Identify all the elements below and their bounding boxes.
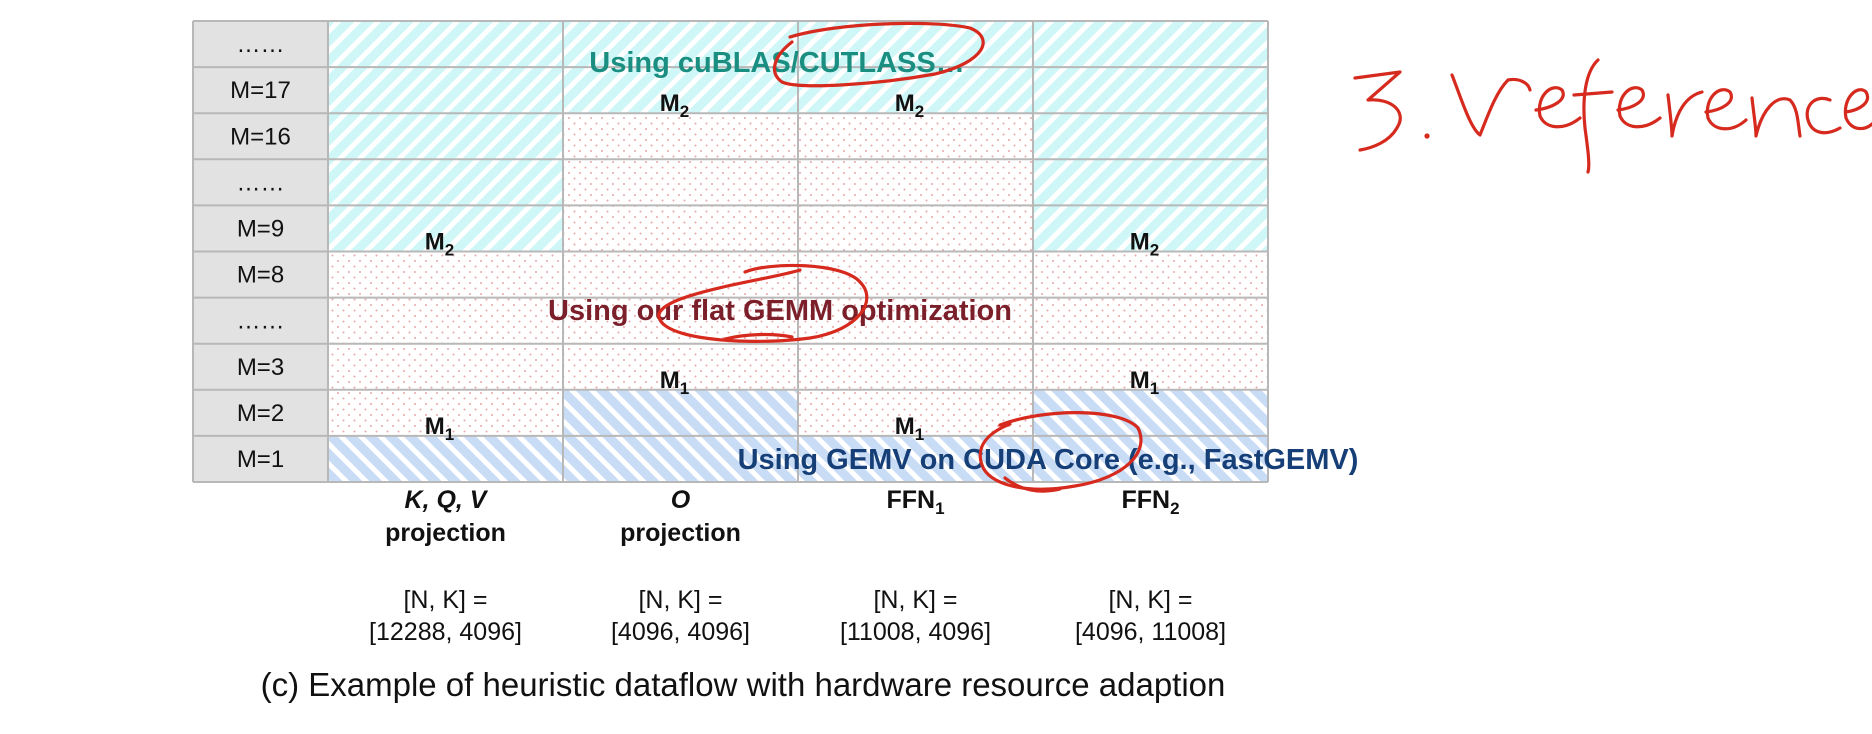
row-label: …… bbox=[237, 169, 285, 196]
circle-cublas bbox=[772, 21, 985, 88]
row-label: …… bbox=[237, 31, 285, 58]
column-subtitle: projection bbox=[385, 519, 506, 547]
cell-flat bbox=[798, 389, 1033, 436]
column-shape-line2: [12288, 4096] bbox=[369, 618, 522, 646]
cell-flat bbox=[563, 343, 798, 390]
circle-flat-gemm bbox=[657, 263, 869, 343]
cell-flat bbox=[798, 343, 1033, 390]
underline-flat-gemm bbox=[723, 332, 794, 341]
column-shape-line1: [N, K] = bbox=[1108, 586, 1192, 614]
row-label: M=16 bbox=[230, 123, 291, 150]
cell-cublas bbox=[1033, 113, 1268, 160]
circle-fastgemv bbox=[978, 411, 1143, 491]
figure-caption: (c) Example of heuristic dataflow with h… bbox=[261, 666, 1226, 703]
cell-gemv bbox=[563, 389, 798, 436]
cell-gemv bbox=[328, 435, 563, 482]
cell-flat bbox=[328, 251, 563, 298]
region-label-gemv: Using GEMV on CUDA Core (e.g., FastGEMV) bbox=[738, 444, 1359, 476]
column-shape-line1: [N, K] = bbox=[403, 586, 487, 614]
row-label-cell bbox=[193, 113, 328, 160]
row-labels: …… M=17M=16 …… M=9M=8 …… M=3M=2M=1 bbox=[193, 21, 328, 482]
column-shape-line2: [4096, 11008] bbox=[1075, 618, 1226, 646]
column-title: FFN2 bbox=[1121, 486, 1179, 518]
cell-cublas bbox=[328, 67, 563, 114]
cell-flat bbox=[798, 297, 1033, 344]
cell-gemv bbox=[1033, 435, 1268, 482]
cell-cublas bbox=[1033, 159, 1268, 206]
threshold-mark-m2: M2 bbox=[425, 229, 454, 260]
cell-cublas bbox=[563, 21, 798, 68]
handwritten-3 bbox=[1353, 70, 1402, 152]
cell-flat bbox=[563, 251, 798, 298]
cell-flat bbox=[1033, 343, 1268, 390]
cell-flat bbox=[798, 113, 1033, 160]
row-label-cell bbox=[193, 21, 328, 68]
cell-gemv bbox=[563, 435, 798, 482]
threshold-mark-m1: M1 bbox=[425, 413, 454, 444]
column-title: K, Q, V bbox=[405, 486, 489, 514]
column-headers: K, Q, V projection [N, K] = [12288, 4096] Op… bbox=[369, 486, 1226, 646]
threshold-mark-m1: M1 bbox=[1130, 367, 1159, 398]
cell-cublas bbox=[328, 159, 563, 206]
cell-cublas bbox=[1033, 67, 1268, 114]
threshold-mark-m2: M2 bbox=[1130, 229, 1159, 260]
column-shape-line2: [11008, 4096] bbox=[840, 618, 991, 646]
column-subtitle: projection bbox=[620, 519, 741, 547]
row-label: …… bbox=[237, 308, 285, 335]
threshold-mark-m1: M1 bbox=[660, 367, 689, 398]
row-label: M=1 bbox=[237, 446, 284, 473]
row-label-cell bbox=[193, 159, 328, 206]
cell-gemv bbox=[798, 435, 1033, 482]
row-label-cell bbox=[193, 67, 328, 114]
row-label: M=8 bbox=[237, 262, 284, 289]
cell-cublas bbox=[1033, 205, 1268, 252]
row-label-cell bbox=[193, 251, 328, 298]
row-label: M=3 bbox=[237, 354, 284, 381]
grid-cells bbox=[328, 21, 1268, 482]
row-label-cell bbox=[193, 435, 328, 482]
threshold-mark-m2: M2 bbox=[660, 90, 689, 121]
row-label: M=9 bbox=[237, 215, 284, 242]
cell-cublas bbox=[798, 67, 1033, 114]
threshold-mark-m2: M2 bbox=[895, 90, 924, 121]
cell-cublas bbox=[1033, 21, 1268, 68]
cell-flat bbox=[563, 113, 798, 160]
row-label-cell bbox=[193, 297, 328, 344]
column-shape-line2: [4096, 4096] bbox=[611, 618, 750, 646]
cell-flat bbox=[328, 343, 563, 390]
underline-fastgemv bbox=[1003, 476, 1062, 493]
column-title: FFN1 bbox=[886, 486, 944, 518]
cell-cublas bbox=[328, 205, 563, 252]
column-shape-line1: [N, K] = bbox=[873, 586, 957, 614]
region-label-flat-gemm: Using our flat GEMM optimization bbox=[548, 295, 1012, 327]
threshold-mark-m1: M1 bbox=[895, 413, 924, 444]
row-label: M=17 bbox=[230, 77, 291, 104]
cell-cublas bbox=[328, 21, 563, 68]
cell-cublas bbox=[328, 113, 563, 160]
cell-flat bbox=[328, 389, 563, 436]
row-label-cell bbox=[193, 343, 328, 390]
cell-flat bbox=[328, 297, 563, 344]
row-label: M=2 bbox=[237, 400, 284, 427]
column-shape-line1: [N, K] = bbox=[638, 586, 722, 614]
handwritten-note-3-references bbox=[1353, 58, 1872, 174]
column-title: O bbox=[671, 486, 691, 514]
handwritten-annotations bbox=[657, 21, 1872, 493]
cell-flat bbox=[563, 159, 798, 206]
cell-cublas bbox=[563, 67, 798, 114]
cell-flat bbox=[798, 159, 1033, 206]
row-label-cell bbox=[193, 205, 328, 252]
handwritten-references bbox=[1450, 58, 1872, 174]
cell-flat bbox=[1033, 297, 1268, 344]
cell-flat bbox=[798, 205, 1033, 252]
cell-flat bbox=[563, 205, 798, 252]
cell-flat bbox=[798, 251, 1033, 298]
row-label-cell bbox=[193, 389, 328, 436]
cell-flat bbox=[1033, 251, 1268, 298]
